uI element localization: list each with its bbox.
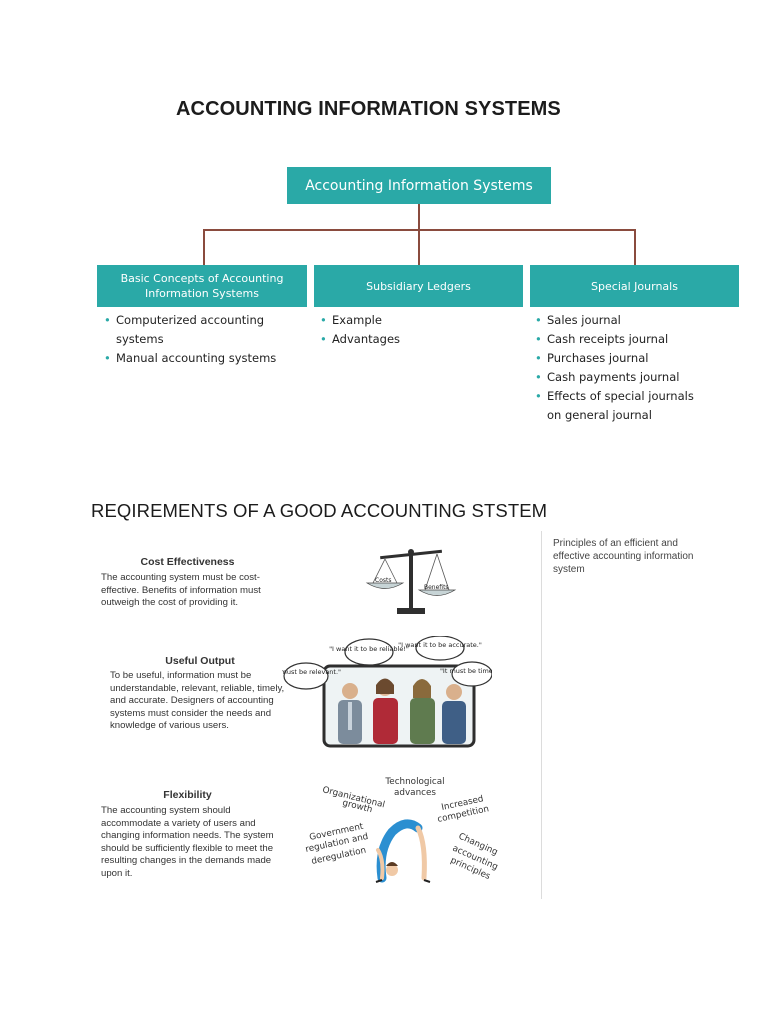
list-item: Advantages	[320, 330, 500, 349]
speech-bubble	[451, 661, 492, 687]
branch-box-subsidiary-ledgers: Subsidiary Ledgers	[314, 265, 523, 307]
gymnast-figure	[375, 819, 431, 883]
factor-technological: Technological	[384, 777, 444, 787]
principle-heading-cost: Cost Effectiveness	[140, 556, 235, 568]
connector-line	[418, 204, 420, 230]
scale-label-costs: Costs	[375, 577, 391, 584]
scale-post	[409, 554, 413, 609]
principle-description-flexibility: The accounting system should accommodate…	[101, 805, 274, 879]
principle-description-cost: The accounting system must be cost-effec…	[101, 572, 261, 608]
speech-bubble-text: "It must be timely!"	[440, 667, 492, 675]
panel-divider	[541, 531, 542, 899]
users-illustration: "It must be relevant." "I want it to be …	[282, 636, 492, 748]
list-item: Example	[320, 311, 500, 330]
speech-bubble	[344, 638, 394, 666]
branch-list-subsidiary-ledgers: Example Advantages	[320, 311, 500, 349]
principle-heading-output: Useful Output	[165, 655, 235, 667]
factor-technological: advances	[394, 788, 436, 798]
principle-description-output: To be useful, information must be unders…	[110, 670, 285, 731]
speech-bubble	[415, 636, 465, 661]
speech-bubble-text: "It must be relevant."	[282, 668, 341, 676]
scale-pan-left	[365, 582, 405, 589]
connector-line	[634, 229, 636, 266]
scale-pivot	[408, 549, 414, 555]
branch-box-special-journals: Special Journals	[530, 265, 739, 307]
list-item: Cash payments journal	[535, 368, 705, 387]
speech-bubble	[283, 662, 329, 690]
branch-list-special-journals: Sales journal Cash receipts journal Purc…	[535, 311, 705, 425]
connector-line	[418, 229, 420, 266]
list-item: Manual accounting systems	[104, 349, 309, 368]
scale-pan-right	[417, 589, 457, 596]
connector-line	[203, 229, 205, 266]
list-item: Purchases journal	[535, 349, 705, 368]
requirements-heading: REQIREMENTS OF A GOOD ACCOUNTING STSTEM	[91, 500, 548, 521]
side-note: Principles of an efficient and effective…	[553, 538, 694, 575]
balance-scale-icon: Costs Benefits	[365, 549, 457, 614]
list-item: Effects of special journals on general j…	[535, 387, 705, 425]
scale-base	[397, 608, 425, 614]
branch-list-basic-concepts: Computerized accounting systems Manual a…	[104, 311, 309, 368]
document-title: ACCOUNTING INFORMATION SYSTEMS	[176, 98, 561, 120]
flexibility-illustration: Technological advances Organizational gr…	[305, 777, 499, 883]
chart-root-box: Accounting Information Systems	[287, 167, 551, 204]
scale-label-benefits: Benefits	[424, 584, 449, 591]
list-item: Computerized accounting systems	[104, 311, 309, 349]
list-item: Sales journal	[535, 311, 705, 330]
principle-heading-flexibility: Flexibility	[163, 789, 212, 801]
list-item: Cash receipts journal	[535, 330, 705, 349]
speech-bubble-text: "I want it to be accurate."	[398, 641, 482, 649]
speech-bubble-text: "I want it to be reliable!"	[329, 645, 409, 653]
branch-box-basic-concepts: Basic Concepts of Accounting Information…	[97, 265, 307, 307]
